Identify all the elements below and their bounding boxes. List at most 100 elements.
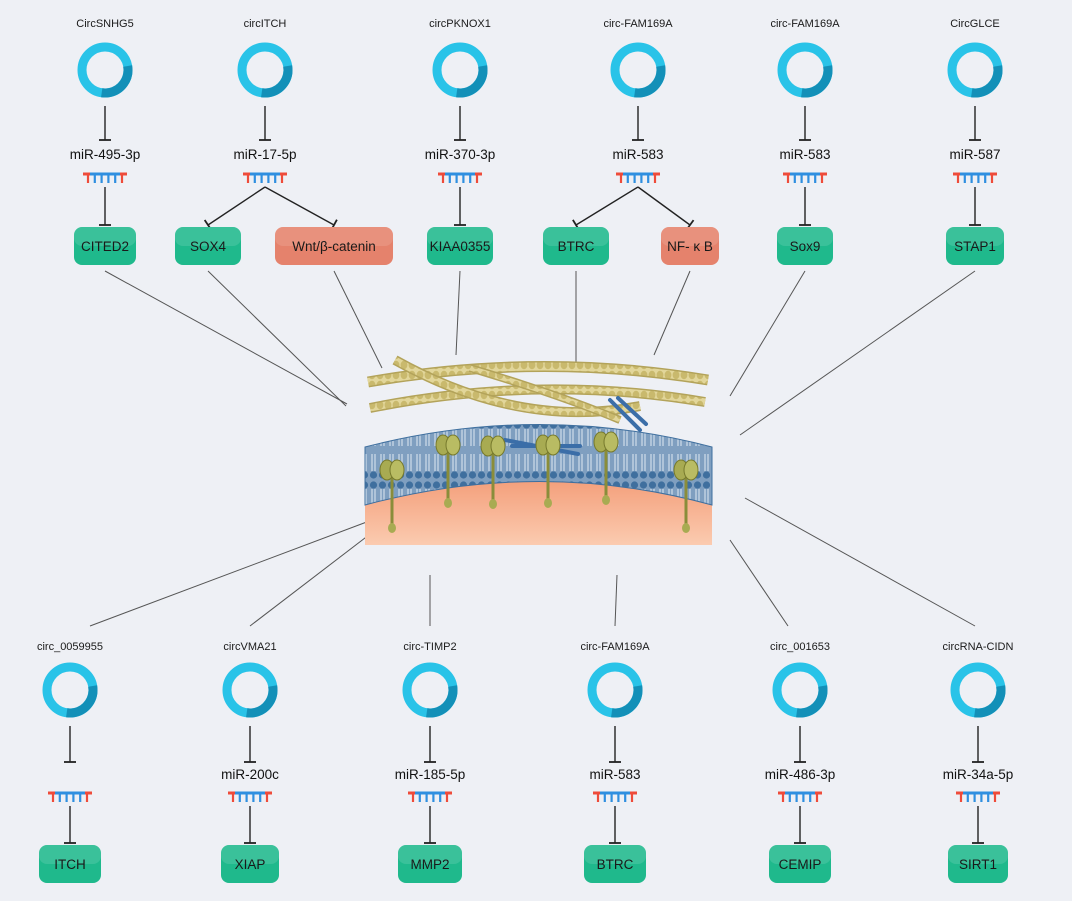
inhibition-arrow — [99, 106, 111, 141]
connector-line — [729, 270, 806, 397]
mirna-label: miR-17-5p — [233, 147, 296, 162]
connector-line — [207, 270, 347, 407]
circrna-label: circ_0059955 — [37, 641, 103, 653]
circrna-ring-icon — [947, 42, 1003, 98]
mirna-label: miR-583 — [589, 767, 640, 782]
inhibition-arrow — [64, 726, 76, 763]
mirna-label: miR-583 — [612, 147, 663, 162]
connector-line — [614, 574, 618, 627]
circrna-label: circ-FAM169A — [580, 641, 650, 653]
inhibition-arrow — [244, 806, 256, 844]
target-gene-box: ITCH — [39, 845, 101, 883]
circrna-ring-icon — [222, 662, 278, 718]
receptor-protein — [379, 459, 405, 533]
mirna-label: miR-486-3p — [765, 767, 836, 782]
circrna-ring-icon — [237, 42, 293, 98]
target-gene-box: CITED2 — [74, 227, 136, 265]
membrane-receptors — [379, 431, 699, 533]
connector-line — [729, 539, 789, 627]
target-gene-box: Sox9 — [777, 227, 833, 265]
connector-line — [455, 270, 461, 356]
mirna-duplex-icon — [616, 172, 660, 183]
circrna-ring-icon — [42, 662, 98, 718]
circrna-label: circPKNOX1 — [429, 18, 491, 30]
inhibition-arrow — [454, 106, 466, 141]
mirna-duplex-icon — [48, 791, 92, 802]
inhibition-arrow — [799, 187, 811, 226]
circrna-ring-icon — [777, 42, 833, 98]
inhibition-arrow — [203, 186, 266, 231]
inhibition-arrow — [799, 106, 811, 141]
target-gene-box: KIAA0355 — [427, 227, 493, 265]
connector-line — [249, 527, 379, 627]
mirna-duplex-icon — [953, 172, 997, 183]
mirna-duplex-icon — [83, 172, 127, 183]
inhibition-arrow — [99, 187, 111, 226]
circrna-ring-icon — [772, 662, 828, 718]
inhibition-arrow — [969, 106, 981, 141]
inhibition-arrow — [637, 186, 695, 231]
mirna-label: miR-583 — [779, 147, 830, 162]
mirna-duplex-icon — [408, 791, 452, 802]
circrna-ring-icon — [402, 662, 458, 718]
target-gene-label: CITED2 — [81, 239, 129, 254]
target-gene-label: ITCH — [54, 857, 86, 872]
cell-membrane-illustration — [364, 355, 713, 545]
mirna-duplex-icon — [778, 791, 822, 802]
connector-line — [739, 270, 976, 436]
target-gene-label: STAP1 — [954, 239, 996, 254]
mirna-label: miR-200c — [221, 767, 279, 782]
inhibition-arrow — [244, 726, 256, 763]
inhibition-arrow — [972, 726, 984, 763]
connector-line — [744, 497, 976, 627]
circrna-ring-icon — [77, 42, 133, 98]
target-gene-box: NF- κ B — [661, 227, 719, 265]
target-gene-box: Wnt/β-catenin — [275, 227, 393, 265]
mirna-label: miR-587 — [949, 147, 1000, 162]
inhibition-arrow — [972, 806, 984, 844]
inhibition-arrow — [609, 806, 621, 844]
receptor-protein — [673, 459, 699, 533]
target-gene-box: MMP2 — [398, 845, 462, 883]
target-gene-label: CEMIP — [779, 857, 822, 872]
circrna-label: circ-TIMP2 — [403, 641, 456, 653]
inhibition-arrow — [609, 726, 621, 763]
circrna-ring-icon — [950, 662, 1006, 718]
target-gene-box: SIRT1 — [948, 845, 1008, 883]
target-gene-label: SOX4 — [190, 239, 227, 254]
inhibition-arrow — [794, 726, 806, 763]
connector-lines — [89, 270, 976, 627]
connector-line — [89, 519, 373, 627]
circrna-ring-icon — [587, 662, 643, 718]
connector-line — [333, 270, 383, 369]
circrna-ring-icon — [610, 42, 666, 98]
receptor-protein — [435, 434, 461, 508]
target-gene-label: NF- κ B — [667, 239, 713, 254]
inhibition-arrow — [632, 106, 644, 141]
inhibition-arrow — [64, 806, 76, 844]
target-gene-label: BTRC — [597, 857, 634, 872]
circrna-label: circVMA21 — [223, 641, 276, 653]
connector-line — [104, 270, 348, 405]
receptor-protein — [593, 431, 619, 505]
mirna-duplex-icon — [228, 791, 272, 802]
circrna-label: circ-FAM169A — [770, 18, 840, 30]
target-gene-box: XIAP — [221, 845, 279, 883]
mirna-duplex-icon — [438, 172, 482, 183]
target-gene-label: KIAA0355 — [430, 239, 491, 254]
mirna-label: miR-495-3p — [70, 147, 141, 162]
inhibition-arrow — [264, 186, 338, 231]
inhibition-arrow — [424, 726, 436, 763]
mirna-label: miR-370-3p — [425, 147, 496, 162]
mirna-duplex-icon — [956, 791, 1000, 802]
inhibition-arrow — [794, 806, 806, 844]
